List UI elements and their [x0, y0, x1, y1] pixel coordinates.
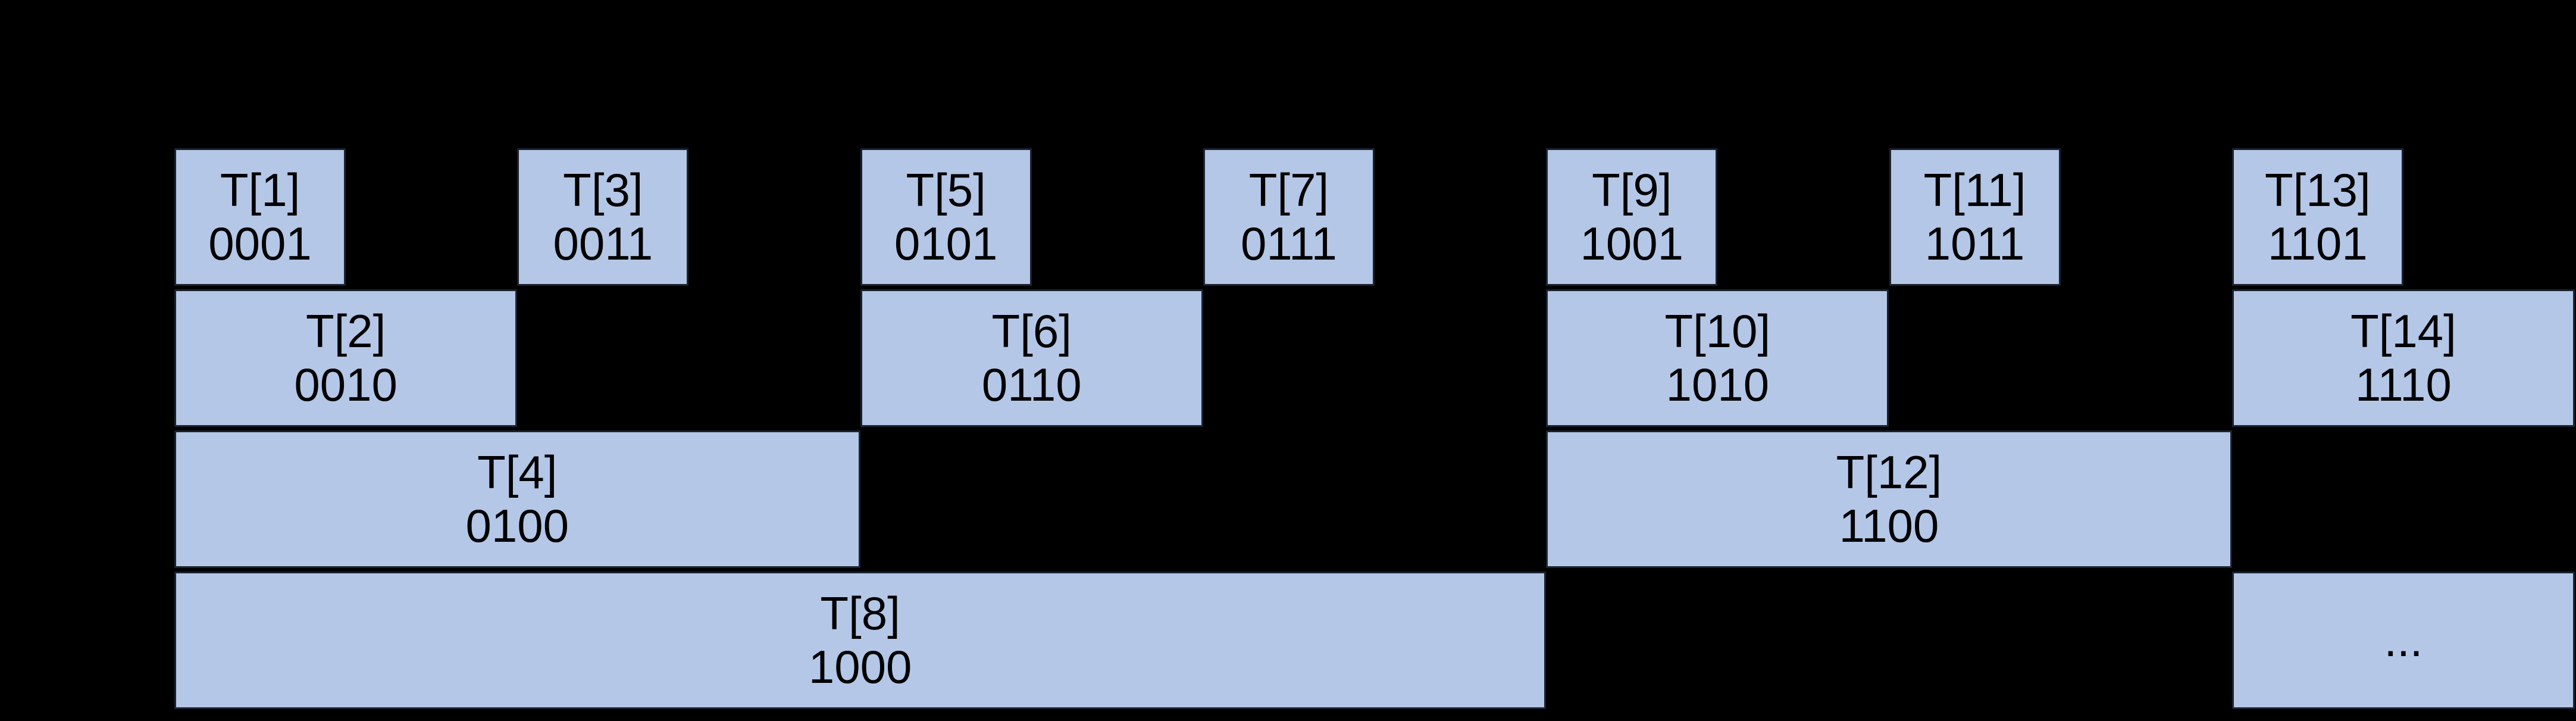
cell-binary: 1010	[1666, 358, 1770, 411]
tree-cell-T10: T[10] 1010	[1546, 289, 1889, 427]
cell-label: T[12]	[1836, 445, 1942, 498]
tree-cell-T12: T[12] 1100	[1546, 430, 2232, 568]
tree-cell-T11: T[11] 1011	[1889, 148, 2061, 286]
cell-label: T[3]	[563, 163, 643, 216]
tree-cell-T2: T[2] 0010	[174, 289, 518, 427]
cell-label: T[5]	[906, 163, 986, 216]
cell-binary: 1110	[2355, 358, 2452, 411]
cell-label: T[8]	[820, 586, 900, 639]
cell-label: T[2]	[305, 304, 386, 357]
cell-binary: 0110	[981, 358, 1082, 411]
cell-label: T[13]	[2264, 163, 2371, 216]
tree-cell-T8: T[8] 1000	[174, 572, 1547, 709]
cell-label: T[10]	[1664, 304, 1771, 357]
tree-cell-T4: T[4] 0100	[174, 430, 860, 568]
cell-label: T[9]	[1592, 163, 1672, 216]
cell-binary: 1011	[1924, 217, 2025, 270]
tree-cell-T3: T[3] 0011	[517, 148, 689, 286]
cell-label: T[6]	[991, 304, 1072, 357]
cell-binary: 0010	[294, 358, 397, 411]
cell-label: T[1]	[220, 163, 301, 216]
tree-cell-T14: T[14] 1110	[2231, 289, 2575, 427]
tree-cell-ellipsis: ...	[2231, 572, 2575, 709]
cell-binary: 0001	[208, 217, 312, 270]
tree-cell-T7: T[7] 0111	[1203, 148, 1375, 286]
tree-cell-T5: T[5] 0101	[860, 148, 1032, 286]
cell-binary: 1001	[1580, 217, 1684, 270]
cell-binary: 1100	[1839, 499, 1939, 552]
cell-label: T[4]	[477, 445, 558, 498]
tree-cell-T13: T[13] 1101	[2231, 148, 2403, 286]
tree-cell-T1: T[1] 0001	[174, 148, 346, 286]
cell-binary: 0101	[894, 217, 998, 270]
cell-label: T[11]	[1923, 163, 2026, 216]
cell-binary: 0011	[553, 217, 653, 270]
cell-label: T[7]	[1248, 163, 1329, 216]
cell-binary: 1101	[2268, 217, 2368, 270]
cell-label: ...	[2384, 613, 2423, 666]
cell-label: T[14]	[2350, 304, 2456, 357]
cell-binary: 0100	[465, 499, 569, 552]
cell-binary: 1000	[808, 640, 912, 693]
tree-cell-T9: T[9] 1001	[1546, 148, 1718, 286]
cell-binary: 0111	[1240, 217, 1337, 270]
tree-cell-T6: T[6] 0110	[860, 289, 1203, 427]
